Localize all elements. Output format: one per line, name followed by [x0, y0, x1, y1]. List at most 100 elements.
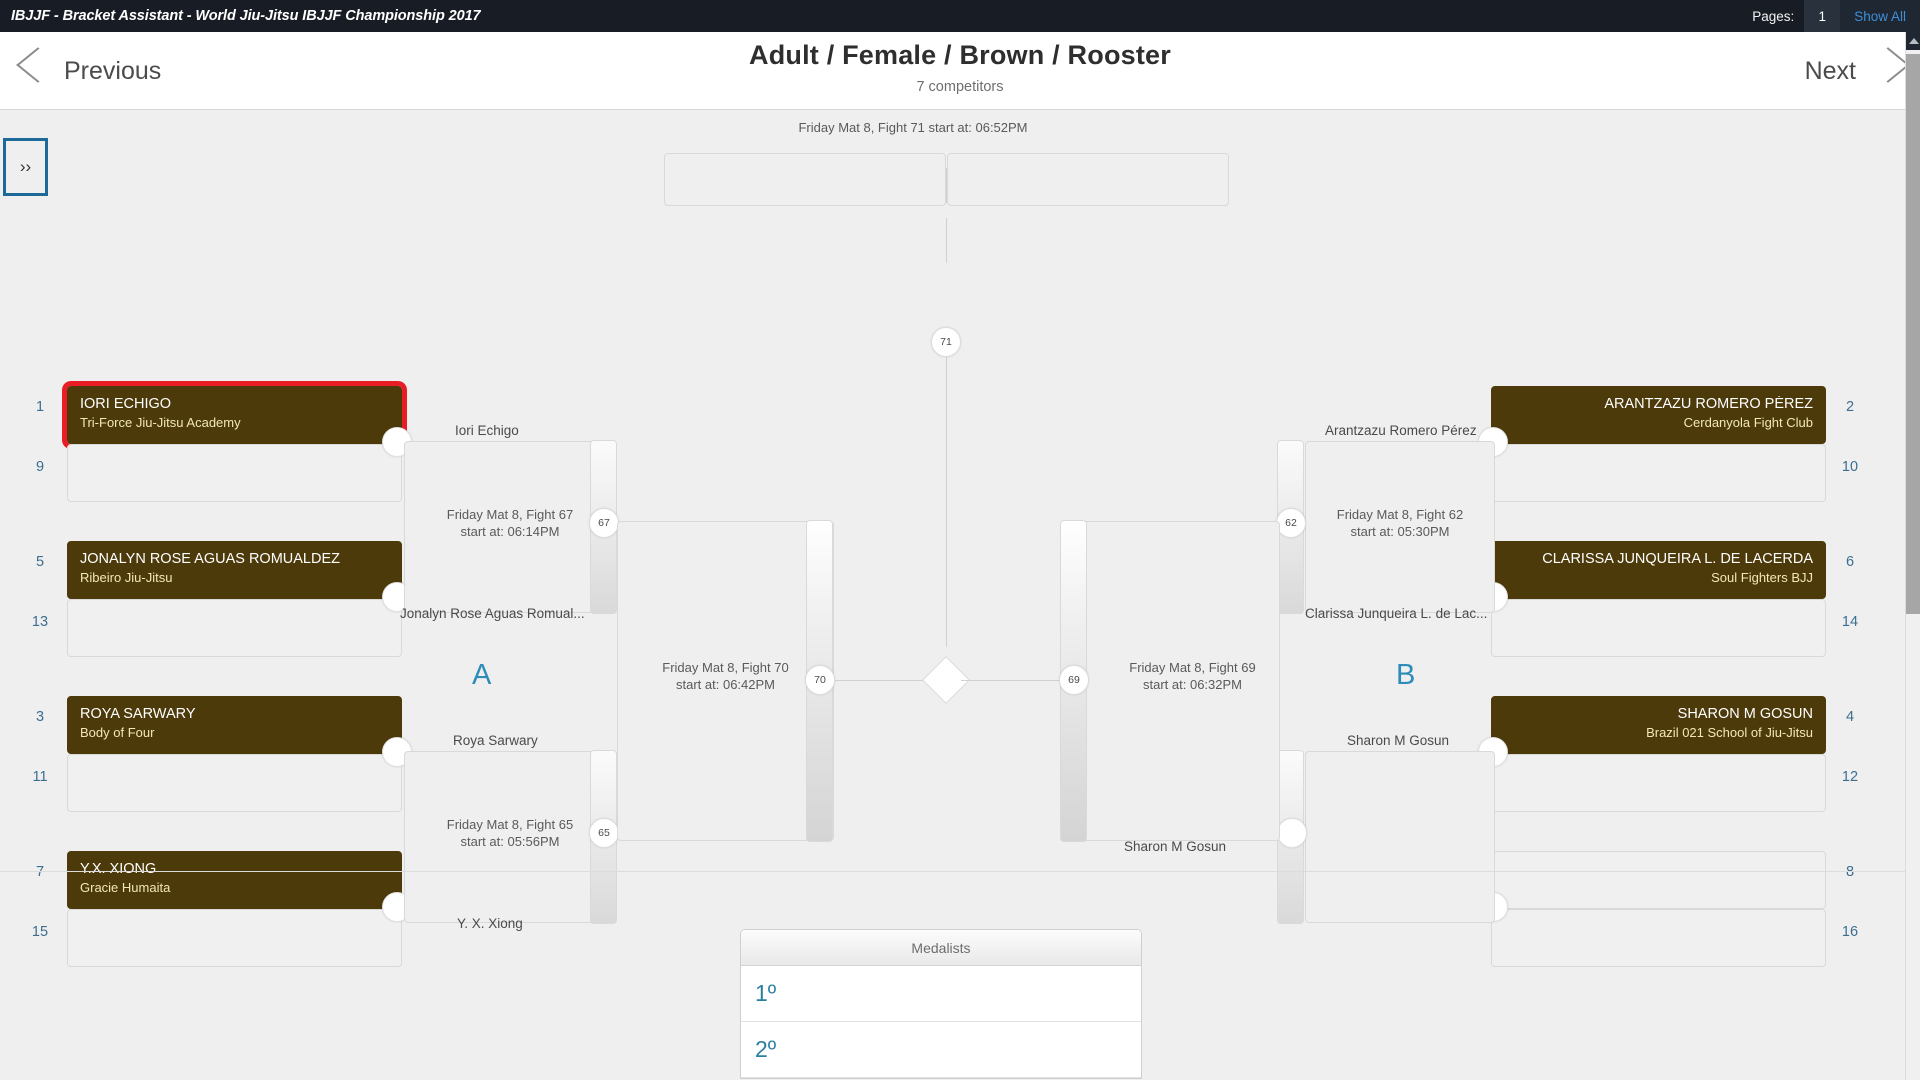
round2-box-lower-left[interactable]: [404, 751, 616, 923]
competitors-count: 7 competitors: [916, 79, 1004, 95]
advancing-name-clarissa: Clarissa Junqueira L. de Lac...: [1305, 606, 1488, 621]
competitor-slot-empty-10[interactable]: [1491, 444, 1826, 502]
advancing-name-roya: Roya Sarwary: [453, 733, 538, 748]
fight-65-label: Friday Mat 8, Fight 65 start at: 05:56PM: [404, 816, 616, 850]
competitor-team: Body of Four: [80, 725, 155, 740]
medalist-row-1[interactable]: 1º: [741, 966, 1141, 1022]
fight-node-71[interactable]: 71: [931, 327, 961, 357]
vertical-scrollbar[interactable]: [1905, 32, 1920, 1080]
fight-node-69[interactable]: 69: [1059, 665, 1089, 695]
competitor-slot-yx-xiong[interactable]: Y.X. XIONG Gracie Humaita: [67, 851, 402, 909]
seed-number: 10: [1841, 459, 1859, 475]
competitor-name: ROYA SARWARY: [80, 706, 196, 722]
fight-70-label: Friday Mat 8, Fight 70 start at: 06:42PM: [617, 659, 834, 693]
previous-bracket-button[interactable]: Previous: [18, 32, 173, 110]
competitor-team: Cerdanyola Fight Club: [1683, 415, 1813, 430]
match-bubble-lower-right[interactable]: [1277, 818, 1307, 848]
fight-69-label: Friday Mat 8, Fight 69 start at: 06:32PM: [1090, 659, 1295, 693]
next-bracket-button[interactable]: Next: [1793, 32, 1902, 110]
competitor-slot-empty-11[interactable]: [67, 754, 402, 812]
competitor-team: Gracie Humaita: [80, 880, 171, 895]
advancing-name-arantzazu: Arantzazu Romero Pérez: [1325, 423, 1477, 438]
medalists-header: Medalists: [741, 930, 1141, 966]
scroll-up-arrow-icon[interactable]: [1906, 32, 1920, 50]
competitor-slot-empty-9[interactable]: [67, 444, 402, 502]
competitor-slot-roya-sarwary[interactable]: ROYA SARWARY Body of Four: [67, 696, 402, 754]
competitor-slot-empty-16[interactable]: [1491, 909, 1826, 967]
fight-69-line2: start at: 06:32PM: [1143, 677, 1242, 692]
seed-number: 2: [1845, 399, 1855, 415]
seed-number: 15: [31, 924, 49, 940]
expand-sidebar-button[interactable]: ››: [3, 138, 48, 196]
advancing-name-iori: Iori Echigo: [455, 423, 519, 438]
competitor-name: CLARISSA JUNQUEIRA L. DE LACERDA: [1542, 551, 1813, 567]
seed-number: 11: [32, 769, 48, 785]
competitor-slot-empty-14[interactable]: [1491, 599, 1826, 657]
bracket-title-block: Adult / Female / Brown / Rooster 7 compe…: [0, 32, 1920, 95]
advancing-name-jonalyn: Jonalyn Rose Aguas Romual...: [400, 606, 585, 621]
final-slot-right[interactable]: [947, 153, 1229, 206]
chevron-right-icon: [1868, 43, 1902, 99]
pages-label: Pages:: [1752, 8, 1795, 24]
bracket-diagram: ›› Friday Mat 8, Fight 71 start at: 06:5…: [0, 111, 1905, 967]
advancing-name-sharon-top: Sharon M Gosun: [1347, 733, 1450, 748]
fight-node-62[interactable]: 62: [1276, 508, 1306, 538]
pages-controls: Pages: 1 Show All: [1742, 0, 1920, 32]
competitor-slot-empty-12[interactable]: [1491, 754, 1826, 812]
competitor-team: Ribeiro Jiu-Jitsu: [80, 570, 173, 585]
previous-label: Previous: [64, 56, 162, 85]
advancing-name-sharon-bottom: Sharon M Gosun: [1124, 839, 1227, 854]
next-label: Next: [1804, 56, 1856, 85]
connector-diamond-up: [946, 357, 947, 647]
section-divider: [0, 871, 1905, 872]
semifinal-box-right[interactable]: [1075, 521, 1280, 841]
app-title: IBJJF - Bracket Assistant - World Jiu-Ji…: [11, 8, 481, 24]
connector-diamond-to-right: [961, 680, 1074, 681]
fight-62-line1: Friday Mat 8, Fight 62: [1336, 507, 1464, 522]
competitor-slot-arantzazu-romero-perez[interactable]: ARANTZAZU ROMERO PÉREZ Cerdanyola Fight …: [1491, 386, 1826, 444]
competitor-slot-sharon-m-gosun[interactable]: SHARON M GOSUN Brazil 021 School of Jiu-…: [1491, 696, 1826, 754]
bracket-header: Previous Adult / Female / Brown / Rooste…: [0, 32, 1920, 110]
seed-number: 13: [31, 614, 49, 630]
scrollbar-thumb[interactable]: [1906, 54, 1920, 614]
show-all-button[interactable]: Show All: [1840, 0, 1920, 32]
competitor-slot-empty-13[interactable]: [67, 599, 402, 657]
competitor-slot-empty-15[interactable]: [67, 909, 402, 967]
medalist-row-2[interactable]: 2º: [741, 1022, 1141, 1078]
round2-box-lower-right[interactable]: [1305, 751, 1495, 923]
fight-node-70[interactable]: 70: [805, 665, 835, 695]
round2-box-upper-left[interactable]: [404, 441, 616, 613]
competitor-slot-iori-echigo[interactable]: IORI ECHIGO Tri-Force Jiu-Jitsu Academy: [62, 381, 407, 449]
competitor-name: IORI ECHIGO: [80, 396, 172, 412]
medalists-panel: Medalists 1º 2º: [740, 929, 1142, 1079]
competitor-name: ARANTZAZU ROMERO PÉREZ: [1604, 396, 1813, 412]
app-titlebar: IBJJF - Bracket Assistant - World Jiu-Ji…: [0, 0, 1920, 32]
fight-69-line1: Friday Mat 8, Fight 69: [1129, 660, 1256, 675]
pages-current-value[interactable]: 1: [1804, 0, 1841, 32]
seed-number: 5: [35, 554, 45, 570]
seed-number: 3: [35, 709, 45, 725]
competitor-slot-jonalyn-romualdez[interactable]: JONALYN ROSE AGUAS ROMUALDEZ Ribeiro Jiu…: [67, 541, 402, 599]
fight-node-67[interactable]: 67: [589, 508, 619, 538]
competitor-slot-empty-8[interactable]: [1491, 851, 1826, 909]
fight-65-line2: start at: 05:56PM: [460, 834, 560, 849]
fight-67-line2: start at: 06:14PM: [460, 524, 560, 539]
competitor-slot-clarissa-junqueira[interactable]: CLARISSA JUNQUEIRA L. DE LACERDA Soul Fi…: [1491, 541, 1826, 599]
seed-number: 9: [35, 459, 45, 475]
seed-number: 7: [35, 864, 45, 880]
fight-70-line2: start at: 06:42PM: [676, 677, 775, 692]
competitor-name: JONALYN ROSE AGUAS ROMUALDEZ: [80, 551, 340, 567]
competitor-team: Brazil 021 School of Jiu-Jitsu: [1646, 725, 1813, 740]
semifinal-box-left[interactable]: [617, 521, 834, 841]
round2-box-upper-right[interactable]: [1305, 441, 1495, 613]
fight-node-65[interactable]: 65: [589, 818, 619, 848]
connector-left-to-diamond: [835, 680, 948, 681]
bracket-canvas: ›› Friday Mat 8, Fight 71 start at: 06:5…: [0, 111, 1905, 1080]
page-title: Adult / Female / Brown / Rooster: [749, 40, 1171, 70]
final-slot-left[interactable]: [664, 153, 946, 206]
competitor-team: Tri-Force Jiu-Jitsu Academy: [80, 415, 241, 430]
side-mark-a: A: [472, 659, 492, 691]
seed-number: 4: [1845, 709, 1855, 725]
fight-71-label: Friday Mat 8, Fight 71 start at: 06:52PM: [798, 120, 1028, 135]
fight-67-line1: Friday Mat 8, Fight 67: [446, 507, 574, 522]
